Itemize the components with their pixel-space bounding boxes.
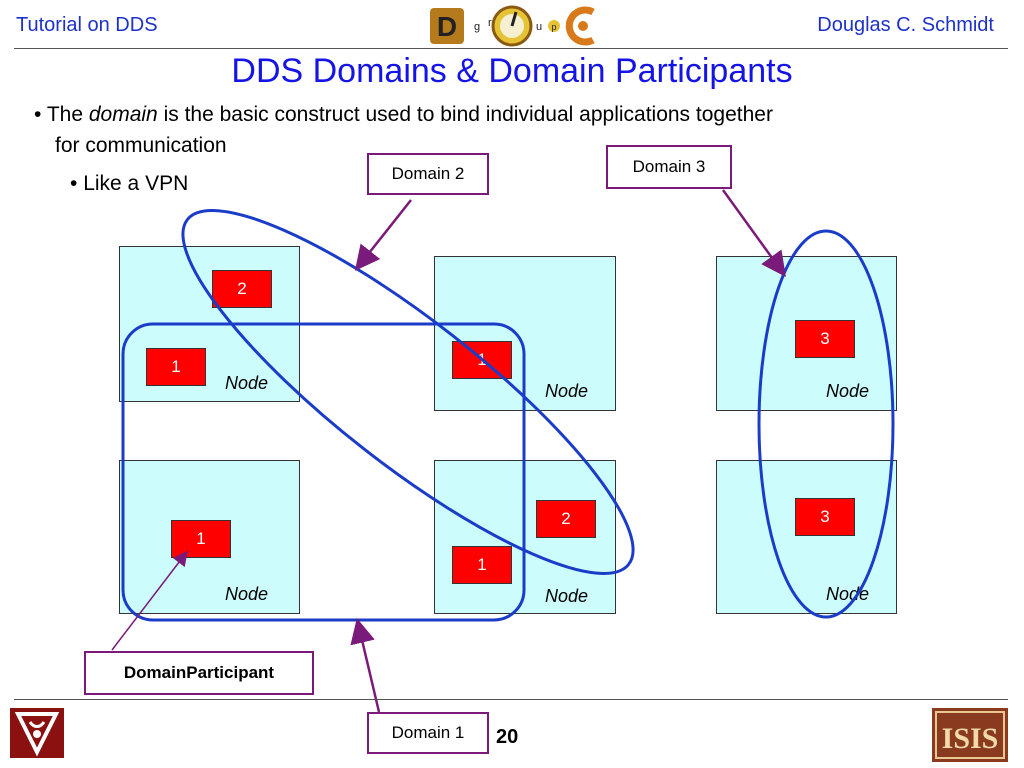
bullet-main: • The domain is the basic construct used… — [34, 103, 974, 127]
node-label: Node — [826, 584, 870, 604]
node-label: Node — [826, 381, 870, 401]
logo-letter-g: g — [474, 21, 480, 33]
participant-domain-2: 2 — [212, 270, 272, 308]
bullet-sub-text: Like a VPN — [83, 172, 189, 195]
node-label: Node — [545, 381, 589, 401]
bullet-main-prefix: The — [46, 103, 89, 126]
participant-arrow — [111, 550, 188, 651]
callout-domain-participant: DomainParticipant — [84, 651, 314, 695]
logo-letter-r: r — [488, 17, 492, 29]
domain-1-outline — [121, 322, 526, 622]
header-author: Douglas C. Schmidt — [817, 14, 994, 36]
logo-letter-p: p — [551, 22, 556, 32]
logo-letter-d: D — [437, 11, 457, 42]
bullet-main-italic: domain — [88, 103, 158, 126]
node-label: Node — [545, 586, 589, 606]
isis-logo-text: ISIS — [942, 722, 999, 755]
university-shield-logo — [10, 708, 64, 758]
bullet-main-continuation: for communication — [55, 134, 227, 157]
callout-domain-3: Domain 3 — [606, 145, 732, 189]
domain-2-outline — [181, 209, 635, 575]
node-label: Node — [225, 373, 269, 393]
footer-divider — [14, 699, 1008, 700]
callout-domain-2: Domain 2 — [367, 153, 489, 195]
isis-logo: ISIS — [932, 708, 1008, 762]
header-divider — [14, 48, 1008, 49]
domain-1-arrow — [350, 618, 381, 713]
header-left-title: Tutorial on DDS — [16, 14, 158, 36]
participant-domain-3: 3 — [795, 498, 855, 536]
domain-3-outline — [757, 229, 895, 619]
participant-domain-1: 1 — [146, 348, 206, 386]
node-label: Node — [225, 584, 269, 604]
node-bottom-right — [716, 460, 897, 614]
bullet-sub: • Like a VPN — [70, 172, 188, 196]
slide-title: DDS Domains & Domain Participants — [231, 52, 793, 90]
domain-3-arrow — [721, 189, 786, 278]
domain-2-arrow — [354, 199, 412, 271]
participant-domain-2: 2 — [536, 500, 596, 538]
bullet-dot: • — [34, 103, 42, 126]
participant-domain-3: 3 — [795, 320, 855, 358]
logo-letter-u: u — [536, 21, 542, 33]
participant-domain-1: 1 — [452, 546, 512, 584]
doc-group-logo: D g r u p — [428, 4, 598, 48]
callout-domain-1: Domain 1 — [367, 712, 489, 754]
bullet-sub-dot: • — [70, 172, 78, 195]
bullet-main-rest: is the basic construct used to bind indi… — [157, 103, 773, 126]
page-number: 20 — [496, 726, 519, 748]
